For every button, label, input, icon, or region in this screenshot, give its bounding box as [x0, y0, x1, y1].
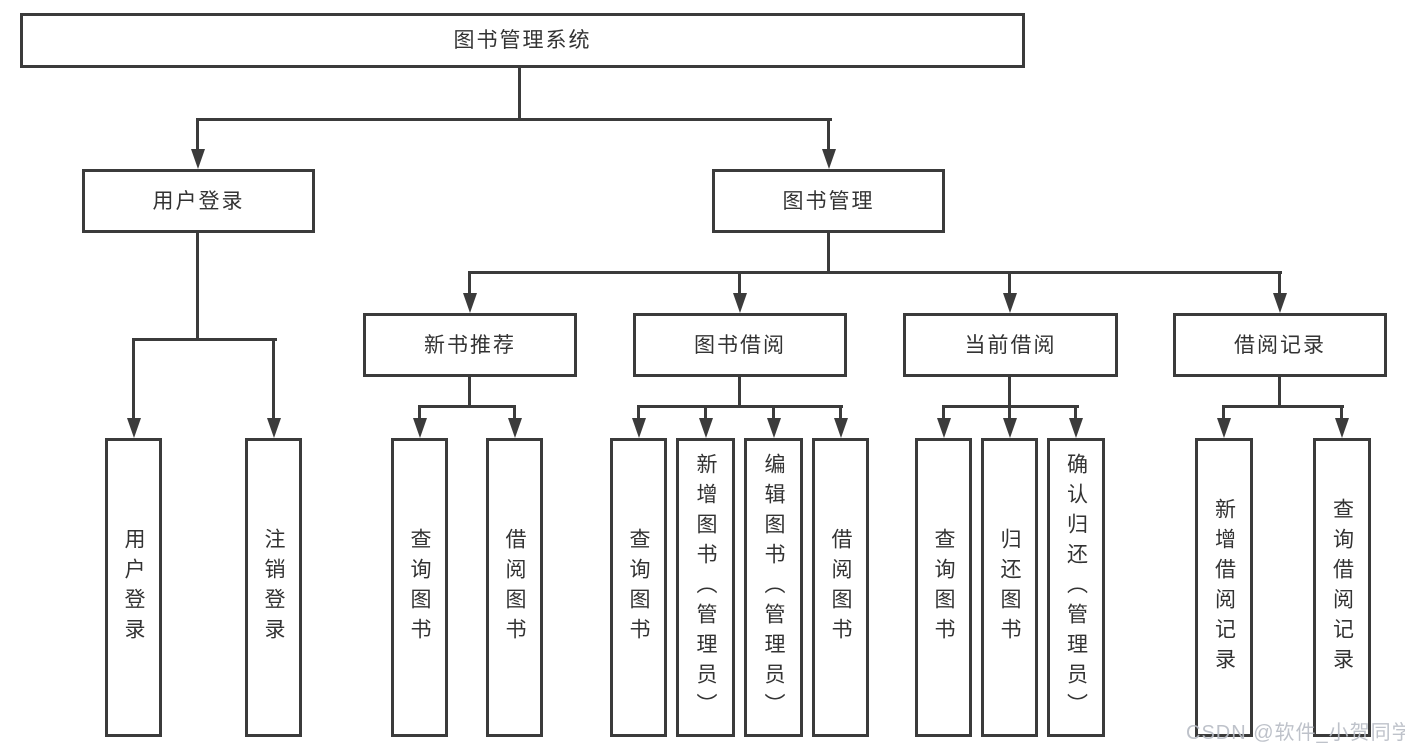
leaf-user-login: 用户登录: [105, 438, 162, 737]
connector-line: [827, 233, 830, 274]
connector-line: [704, 405, 707, 418]
connector-line: [272, 338, 275, 418]
arrow-head: [1273, 293, 1287, 313]
arrow-head: [1003, 418, 1017, 438]
connector-line: [1222, 405, 1225, 418]
node-current-borrow: 当前借阅: [903, 313, 1118, 377]
arrow-head: [508, 418, 522, 438]
connector-line: [738, 271, 741, 293]
leaf-add-borrow-record: 新增借阅记录: [1195, 438, 1253, 737]
leaf-query-books-recommend: 查询图书: [391, 438, 448, 737]
arrow-head: [767, 418, 781, 438]
arrow-head: [413, 418, 427, 438]
arrow-head: [191, 149, 205, 169]
connector-line: [513, 405, 516, 418]
arrow-head: [632, 418, 646, 438]
leaf-confirm-return-admin: 确认归还（管理员）: [1047, 438, 1105, 737]
connector-line: [468, 271, 1282, 274]
node-library-system: 图书管理系统: [20, 13, 1025, 68]
connector-line: [772, 405, 775, 418]
arrow-head: [834, 418, 848, 438]
connector-line: [1008, 271, 1011, 293]
arrow-head: [463, 293, 477, 313]
arrow-head: [733, 293, 747, 313]
connector-line: [196, 118, 199, 149]
connector-line: [1222, 405, 1344, 408]
leaf-edit-books-admin: 编辑图书（管理员）: [744, 438, 803, 737]
connector-line: [132, 338, 277, 341]
connector-line: [1008, 405, 1011, 418]
arrow-head: [1069, 418, 1083, 438]
connector-line: [827, 118, 830, 149]
node-book-management: 图书管理: [712, 169, 945, 233]
connector-line: [132, 338, 135, 418]
leaf-borrow-books: 借阅图书: [812, 438, 869, 737]
node-borrow-records: 借阅记录: [1173, 313, 1387, 377]
csdn-watermark: CSDN @软件_小贺同学: [1186, 722, 1405, 744]
arrow-head: [267, 418, 281, 438]
connector-line: [738, 377, 741, 408]
node-new-book-recommend: 新书推荐: [363, 313, 577, 377]
node-book-borrow: 图书借阅: [633, 313, 847, 377]
connector-line: [1278, 271, 1281, 293]
arrow-head: [127, 418, 141, 438]
node-user-login: 用户登录: [82, 169, 315, 233]
connector-line: [418, 405, 516, 408]
arrow-head: [699, 418, 713, 438]
arrow-head: [1335, 418, 1349, 438]
arrow-head: [1003, 293, 1017, 313]
connector-line: [196, 118, 832, 121]
connector-line: [1278, 377, 1281, 408]
leaf-return-books: 归还图书: [981, 438, 1038, 737]
connector-line: [196, 233, 199, 340]
connector-line: [637, 405, 640, 418]
leaf-query-books-current: 查询图书: [915, 438, 972, 737]
connector-line: [1008, 377, 1011, 408]
connector-line: [1074, 405, 1077, 418]
leaf-logout: 注销登录: [245, 438, 302, 737]
arrow-head: [822, 149, 836, 169]
connector-line: [942, 405, 945, 418]
connector-line: [1340, 405, 1343, 418]
arrow-head: [937, 418, 951, 438]
connector-line: [839, 405, 842, 418]
leaf-query-books-borrow: 查询图书: [610, 438, 667, 737]
connector-line: [637, 405, 843, 408]
leaf-query-borrow-record: 查询借阅记录: [1313, 438, 1371, 737]
connector-line: [468, 377, 471, 408]
connector-line: [518, 68, 521, 121]
connector-line: [418, 405, 421, 418]
connector-line: [468, 271, 471, 293]
leaf-add-books-admin: 新增图书（管理员）: [676, 438, 735, 737]
arrow-head: [1217, 418, 1231, 438]
leaf-borrow-books-recommend: 借阅图书: [486, 438, 543, 737]
